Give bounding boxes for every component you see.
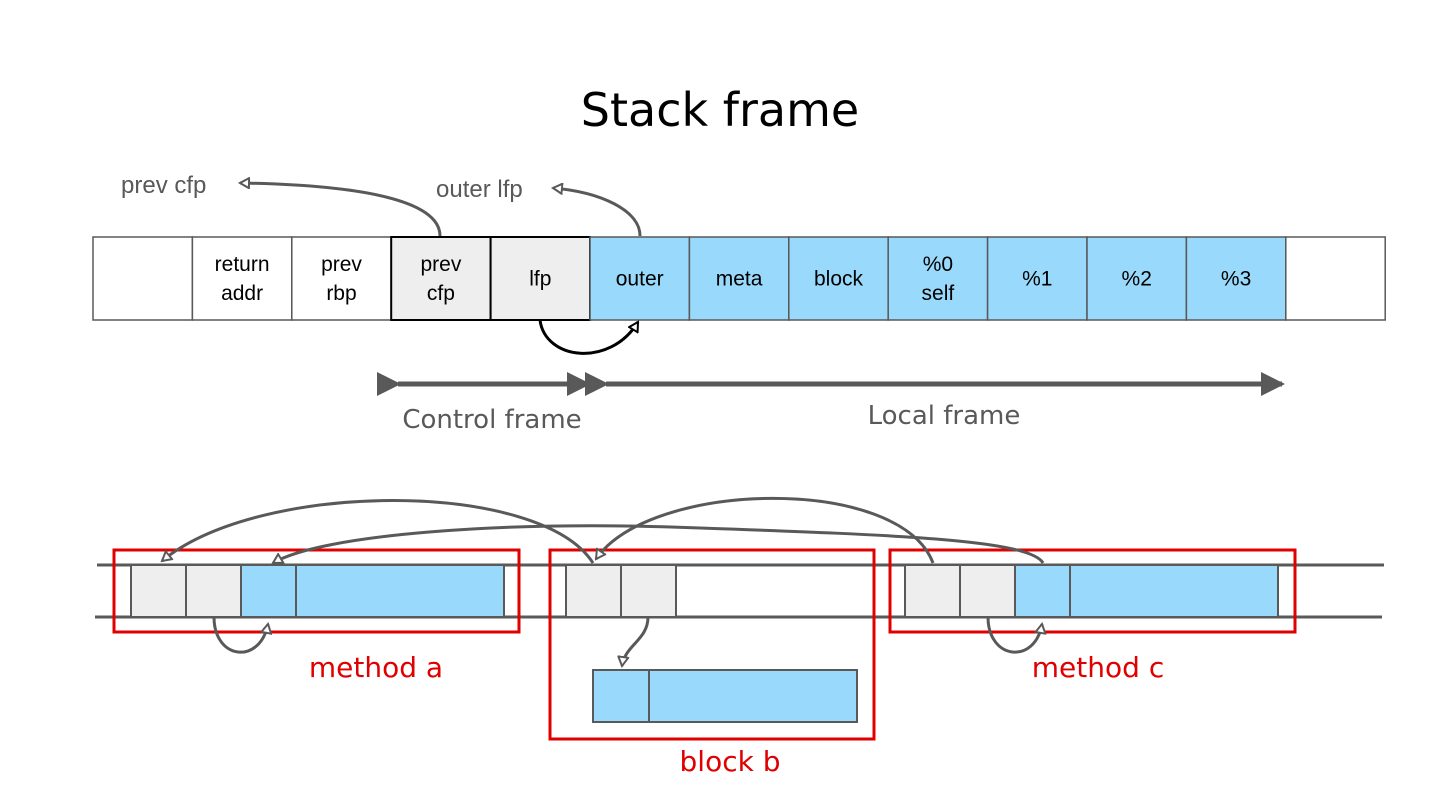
stack-cell-label: prev bbox=[321, 253, 362, 276]
prev-cfp-arrow bbox=[240, 183, 442, 237]
method-c-outer-cell bbox=[1014, 564, 1071, 618]
method-a-cfp-cell bbox=[130, 564, 187, 618]
stack-cell-label: cfp bbox=[427, 282, 455, 305]
method-a-label: method a bbox=[309, 651, 443, 684]
stack-cell-%2 bbox=[1086, 236, 1188, 321]
local-frame-label: Local frame bbox=[868, 401, 1021, 431]
stack-row: return addr prev rbp prev cfp lfp outer meta bloc… bbox=[92, 236, 1386, 321]
stack-cell-label: lfp bbox=[529, 268, 551, 291]
stack-cell-%3 bbox=[1185, 236, 1287, 321]
stack-cell-label: %3 bbox=[1221, 268, 1251, 291]
block-b-heap-locals-cell bbox=[648, 669, 858, 723]
stack-cell-%1 bbox=[986, 236, 1088, 321]
stack-cell-label: %0 bbox=[923, 253, 953, 276]
method-a-lfp-cell bbox=[185, 564, 242, 618]
stack-cell-label: prev bbox=[420, 253, 461, 276]
block-b-label: block b bbox=[680, 745, 781, 778]
block-b-cfp-cell bbox=[565, 564, 622, 618]
method-c-box bbox=[888, 548, 1297, 634]
stack-cell-label: return bbox=[215, 253, 270, 276]
block-b-box bbox=[548, 548, 876, 741]
prev-cfp-label: prev cfp bbox=[121, 172, 206, 199]
stack-cell-label: outer bbox=[616, 268, 664, 291]
stack-cell-%0-self bbox=[887, 236, 989, 321]
method-c-outer-lfp-arrow bbox=[273, 524, 1045, 565]
block-b-lfp-arrow bbox=[622, 616, 650, 666]
stack-cell-label: addr bbox=[221, 282, 263, 305]
method-a-frame: method a bbox=[112, 548, 521, 684]
stack-cell-label: rbp bbox=[326, 282, 356, 305]
stack-cell-lfp bbox=[489, 236, 592, 321]
diagram-title: Stack frame bbox=[581, 83, 859, 137]
stack-cell-label: %1 bbox=[1022, 268, 1052, 291]
method-a-outer-cell bbox=[240, 564, 297, 618]
block-b-lfp-cell bbox=[620, 564, 677, 618]
method-a-lfp-arrow bbox=[212, 616, 268, 654]
stack-cell-label: %2 bbox=[1122, 268, 1152, 291]
lfp-to-outer-arrow bbox=[538, 319, 640, 355]
method-c-label: method c bbox=[1032, 651, 1164, 684]
control-frame-label: Control frame bbox=[402, 405, 581, 435]
stack-cell-prev-cfp bbox=[390, 236, 492, 321]
method-c-cfp-cell bbox=[904, 564, 961, 618]
stack-cell-empty-0 bbox=[92, 236, 194, 321]
outer-lfp-arrow bbox=[553, 188, 642, 237]
outer-lfp-label: outer lfp bbox=[436, 176, 523, 203]
stack-cell-outer bbox=[589, 236, 691, 321]
stack-cell-meta bbox=[688, 236, 790, 321]
method-c-lfp-cell bbox=[959, 564, 1016, 618]
stack-cell-label: self bbox=[922, 282, 955, 305]
stack-cell-return-addr bbox=[191, 236, 293, 321]
method-a-box bbox=[112, 548, 521, 634]
stack-cell-label: block bbox=[814, 268, 864, 291]
stack-cell-empty-12 bbox=[1285, 236, 1386, 321]
block-b-frame: block b bbox=[548, 548, 876, 778]
block-b-heap-outer-cell bbox=[592, 669, 650, 723]
method-c-lfp-arrow bbox=[986, 616, 1042, 654]
block-b-prev-cfp-arrow bbox=[162, 499, 595, 564]
method-c-locals-cell bbox=[1069, 564, 1279, 618]
stack-cell-prev-rbp bbox=[291, 236, 392, 321]
method-a-locals-cell bbox=[295, 564, 505, 618]
method-c-frame: method c bbox=[888, 548, 1297, 684]
method-c-prev-cfp-arrow bbox=[594, 496, 935, 564]
stack-cell-label: meta bbox=[716, 268, 763, 291]
